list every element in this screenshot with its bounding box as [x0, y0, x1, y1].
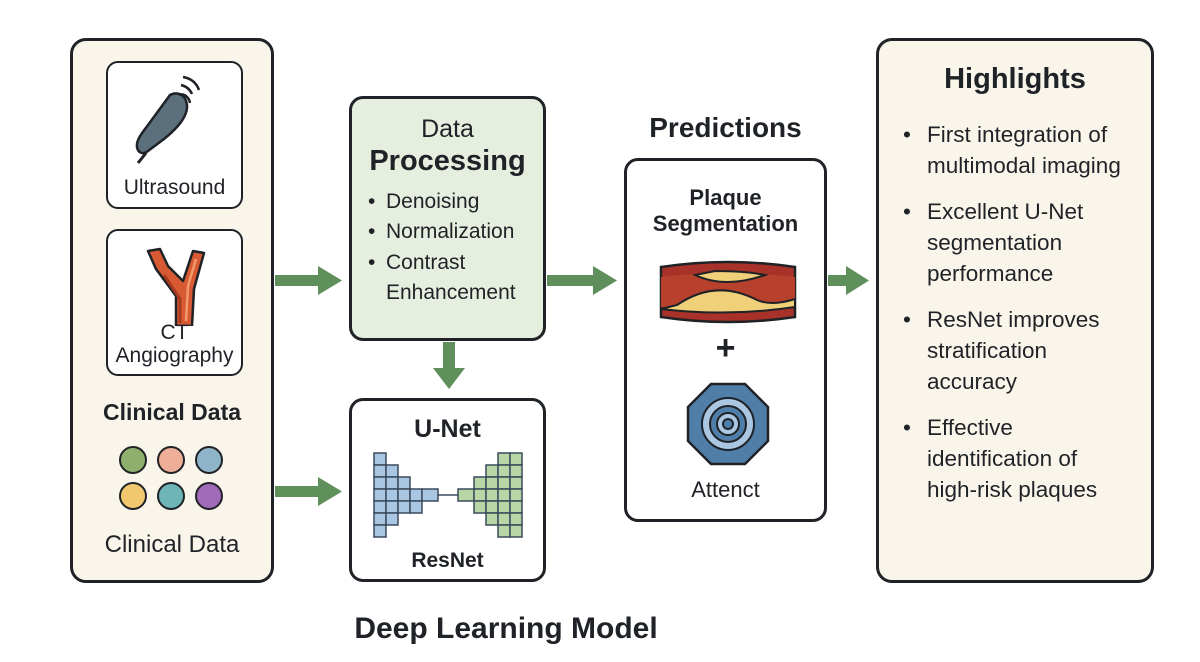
arrow-inputs-to-processing: [275, 266, 342, 295]
highlights-list: First integration of multimodal imaging …: [899, 119, 1149, 520]
clinical-data-dot: [119, 482, 147, 510]
unet-model-box: U-Net ResNet: [349, 398, 546, 582]
data-processing-box: Data Processing Denoising Normalization …: [349, 96, 546, 341]
segmentation-title-line2: Segmentation: [652, 211, 799, 236]
processing-steps: Denoising Normalization Contrast Enhance…: [364, 187, 516, 309]
model-title: U-Net: [414, 415, 481, 443]
ct-label-line2: Angiography: [115, 344, 234, 367]
plaque-vessel-icon: [659, 260, 797, 324]
ultrasound-label: Ultrasound: [123, 176, 226, 199]
highlights-panel: Highlights First integration of multimod…: [876, 38, 1154, 583]
highlight-line: Excellent U-Net: [927, 199, 1084, 224]
processing-title-line2: Processing: [369, 145, 526, 177]
clinical-data-dot: [195, 446, 223, 474]
deep-learning-model-caption: Deep Learning Model: [354, 612, 658, 645]
clinical-data-label: Clinical Data: [104, 531, 240, 558]
highlight-line: segmentation: [927, 230, 1063, 255]
unet-architecture-icon: [373, 452, 523, 538]
processing-title-line1: Data: [421, 115, 474, 143]
processing-step: Denoising: [364, 187, 516, 218]
arrow-processing-to-model: [433, 342, 465, 389]
highlight-item: ResNet improves stratification accuracy: [899, 304, 1149, 397]
highlight-item: Excellent U-Net segmentation performance: [899, 196, 1149, 289]
clinical-data-dot: [195, 482, 223, 510]
clinical-data-dot: [157, 446, 185, 474]
highlight-line: high-risk plaques: [927, 477, 1098, 502]
model-subtitle: ResNet: [411, 549, 484, 572]
clinical-data-title: Clinical Data: [102, 399, 242, 425]
predictions-heading: Predictions: [649, 112, 802, 143]
segmentation-title-line1: Plaque: [689, 185, 762, 210]
highlights-title: Highlights: [944, 63, 1086, 95]
attention-target-icon: [686, 382, 770, 466]
processing-step: Normalization: [364, 217, 516, 248]
inputs-panel: Ultrasound CT Angiography Clinical Data …: [70, 38, 274, 583]
ultrasound-card: Ultrasound: [106, 61, 243, 209]
highlight-line: accuracy: [927, 369, 1018, 394]
arrow-clinical-to-model: [275, 477, 342, 506]
processing-step: Contrast: [364, 248, 516, 279]
highlight-line: stratification: [927, 338, 1048, 363]
processing-step-continued: Enhancement: [386, 281, 516, 305]
ct-angiography-card: CT Angiography: [106, 229, 243, 376]
highlight-line: First integration of: [927, 122, 1108, 147]
predictions-box: Plaque Segmentation + Attenct: [624, 158, 827, 522]
clinical-data-dot: [119, 446, 147, 474]
clinical-data-dot: [157, 482, 185, 510]
attention-label: Attenct: [691, 477, 760, 502]
ct-label-line1: CT: [160, 321, 189, 344]
ultrasound-probe-icon: [135, 75, 201, 164]
highlight-line: Effective: [927, 415, 1013, 440]
highlight-line: ResNet improves: [927, 307, 1100, 332]
clinical-data-icon: [119, 446, 223, 510]
arrow-predictions-to-highlights: [828, 266, 869, 295]
highlight-line: identification of: [927, 446, 1078, 471]
highlight-line: performance: [927, 261, 1054, 286]
highlight-item: First integration of multimodal imaging: [899, 119, 1149, 181]
highlight-item: Effective identification of high-risk pl…: [899, 412, 1149, 505]
artery-icon: [146, 247, 206, 326]
arrow-processing-to-predictions: [547, 266, 617, 295]
plus-sign: +: [715, 329, 736, 367]
highlight-line: multimodal imaging: [927, 153, 1121, 178]
